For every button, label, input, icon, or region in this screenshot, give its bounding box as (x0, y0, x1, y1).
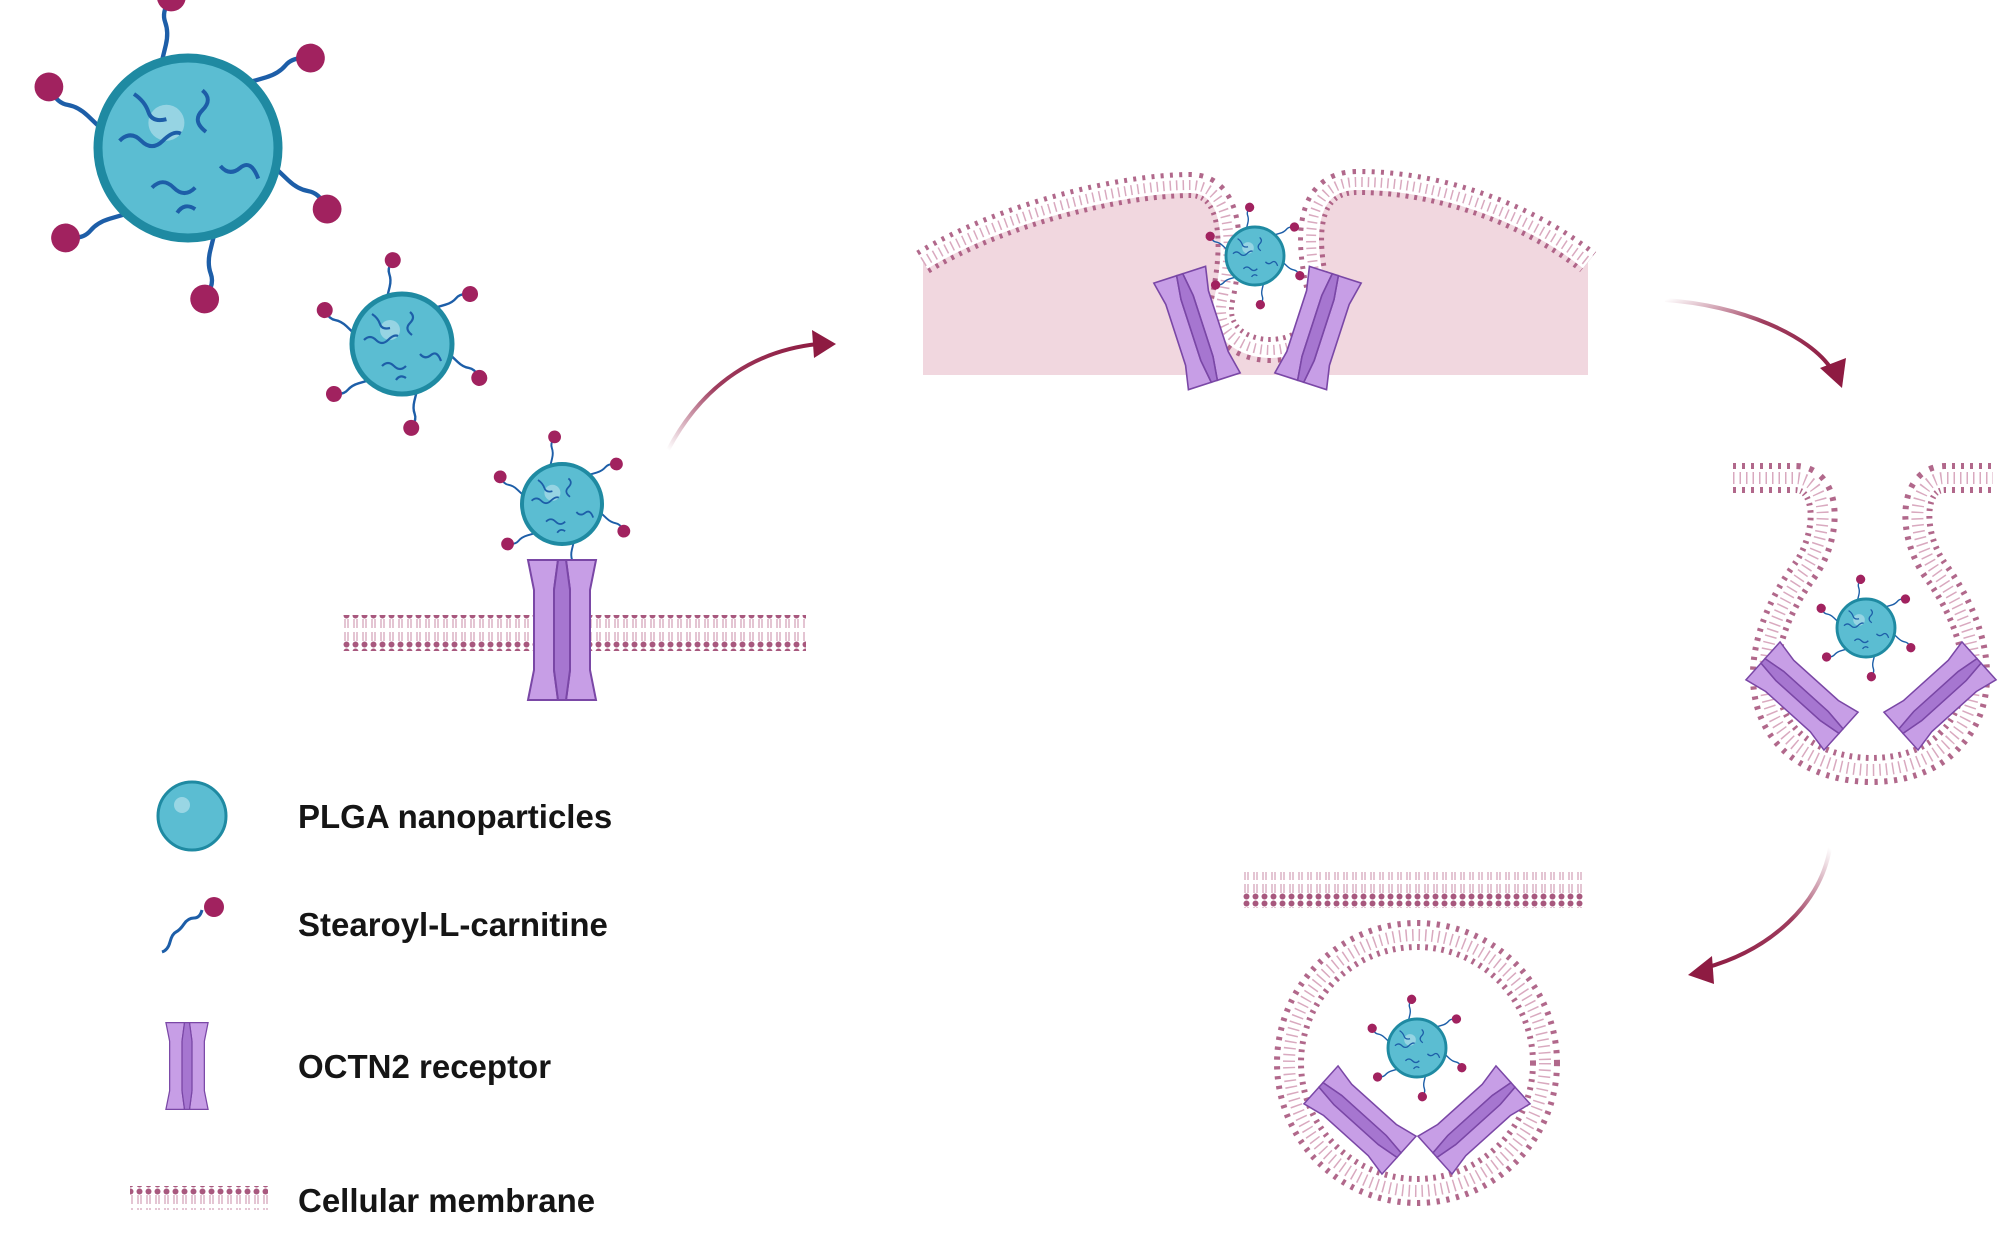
membrane-icon (130, 1186, 268, 1210)
ligand-icon (161, 897, 224, 954)
legend-label-membrane: Cellular membrane (298, 1182, 595, 1219)
legend-label-ligand: Stearoyl-L-carnitine (298, 906, 608, 943)
endocytic-vesicle-stage (1243, 872, 1583, 1206)
receptor-icon (165, 1021, 209, 1111)
clathrin-pit-stage (1733, 463, 1997, 785)
large-nanoparticle (28, 0, 347, 317)
small-nanoparticle (491, 429, 633, 580)
invagination-stage (916, 169, 1597, 391)
legend: PLGA nanoparticles Stearoyl-L-carnitine … (130, 780, 612, 1219)
flat-membrane-with-receptor (343, 559, 806, 701)
legend-label-nanoparticles: PLGA nanoparticles (298, 798, 612, 835)
legend-label-receptor: OCTN2 receptor (298, 1048, 551, 1085)
arrow-invagination (1664, 298, 1846, 388)
medium-nanoparticle (313, 250, 490, 438)
arrow-binding (666, 330, 836, 451)
arrow-vesicle (1688, 847, 1832, 984)
nanoparticle-icon (156, 780, 228, 852)
